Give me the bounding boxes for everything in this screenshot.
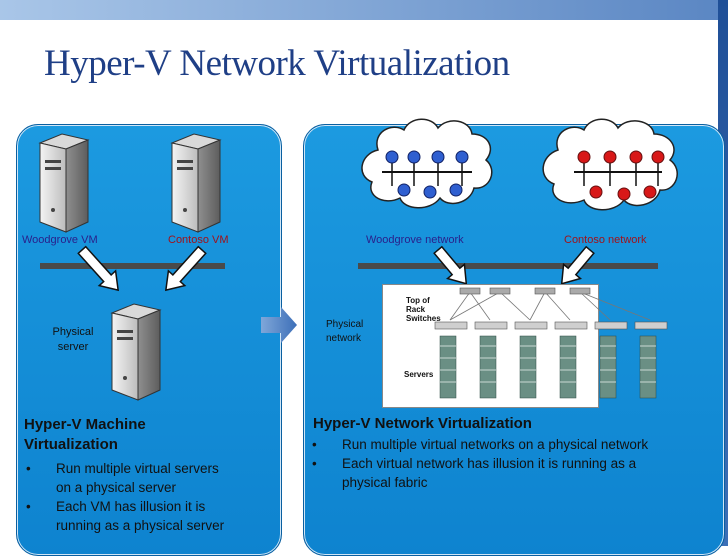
woodgrove-vm-server-icon (38, 133, 90, 233)
arrow-down-right-icon (77, 245, 120, 292)
arrow-down-left-icon (164, 245, 207, 292)
network-virtualization-heading: Hyper-V Network Virtualization (313, 415, 532, 432)
woodgrove-network-label: Woodgrove network (366, 234, 464, 246)
machine-virtualization-heading: Hyper-V Machine Virtualization (24, 416, 146, 453)
right-bullet-1: • Run multiple virtual networks on a phy… (312, 437, 649, 452)
vm-host-bar (40, 263, 225, 269)
arrow-down-right-icon (433, 245, 468, 285)
top-accent-bar (0, 0, 728, 20)
rack-switches-label: Top of Rack Switches (406, 296, 441, 323)
woodgrove-vm-label: Woodgrove VM (22, 234, 98, 246)
woodgrove-network-cloud-icon (361, 118, 493, 209)
contoso-network-label: Contoso network (564, 234, 647, 246)
physical-server-icon (110, 303, 162, 401)
arrow-down-left-icon (560, 245, 595, 285)
rack-servers-label: Servers (404, 370, 434, 379)
slide-title: Hyper-V Network Virtualization (44, 43, 510, 84)
physical-network-label: Physical network (326, 319, 364, 344)
contoso-vm-label: Contoso VM (168, 234, 229, 246)
physical-server-label: Physical server (52, 326, 94, 353)
network-host-bar (358, 263, 658, 269)
contoso-network-cloud-icon (542, 118, 678, 211)
contoso-vm-server-icon (170, 133, 222, 233)
right-bullet-2: • Each virtual network has illusion it i… (312, 456, 637, 490)
